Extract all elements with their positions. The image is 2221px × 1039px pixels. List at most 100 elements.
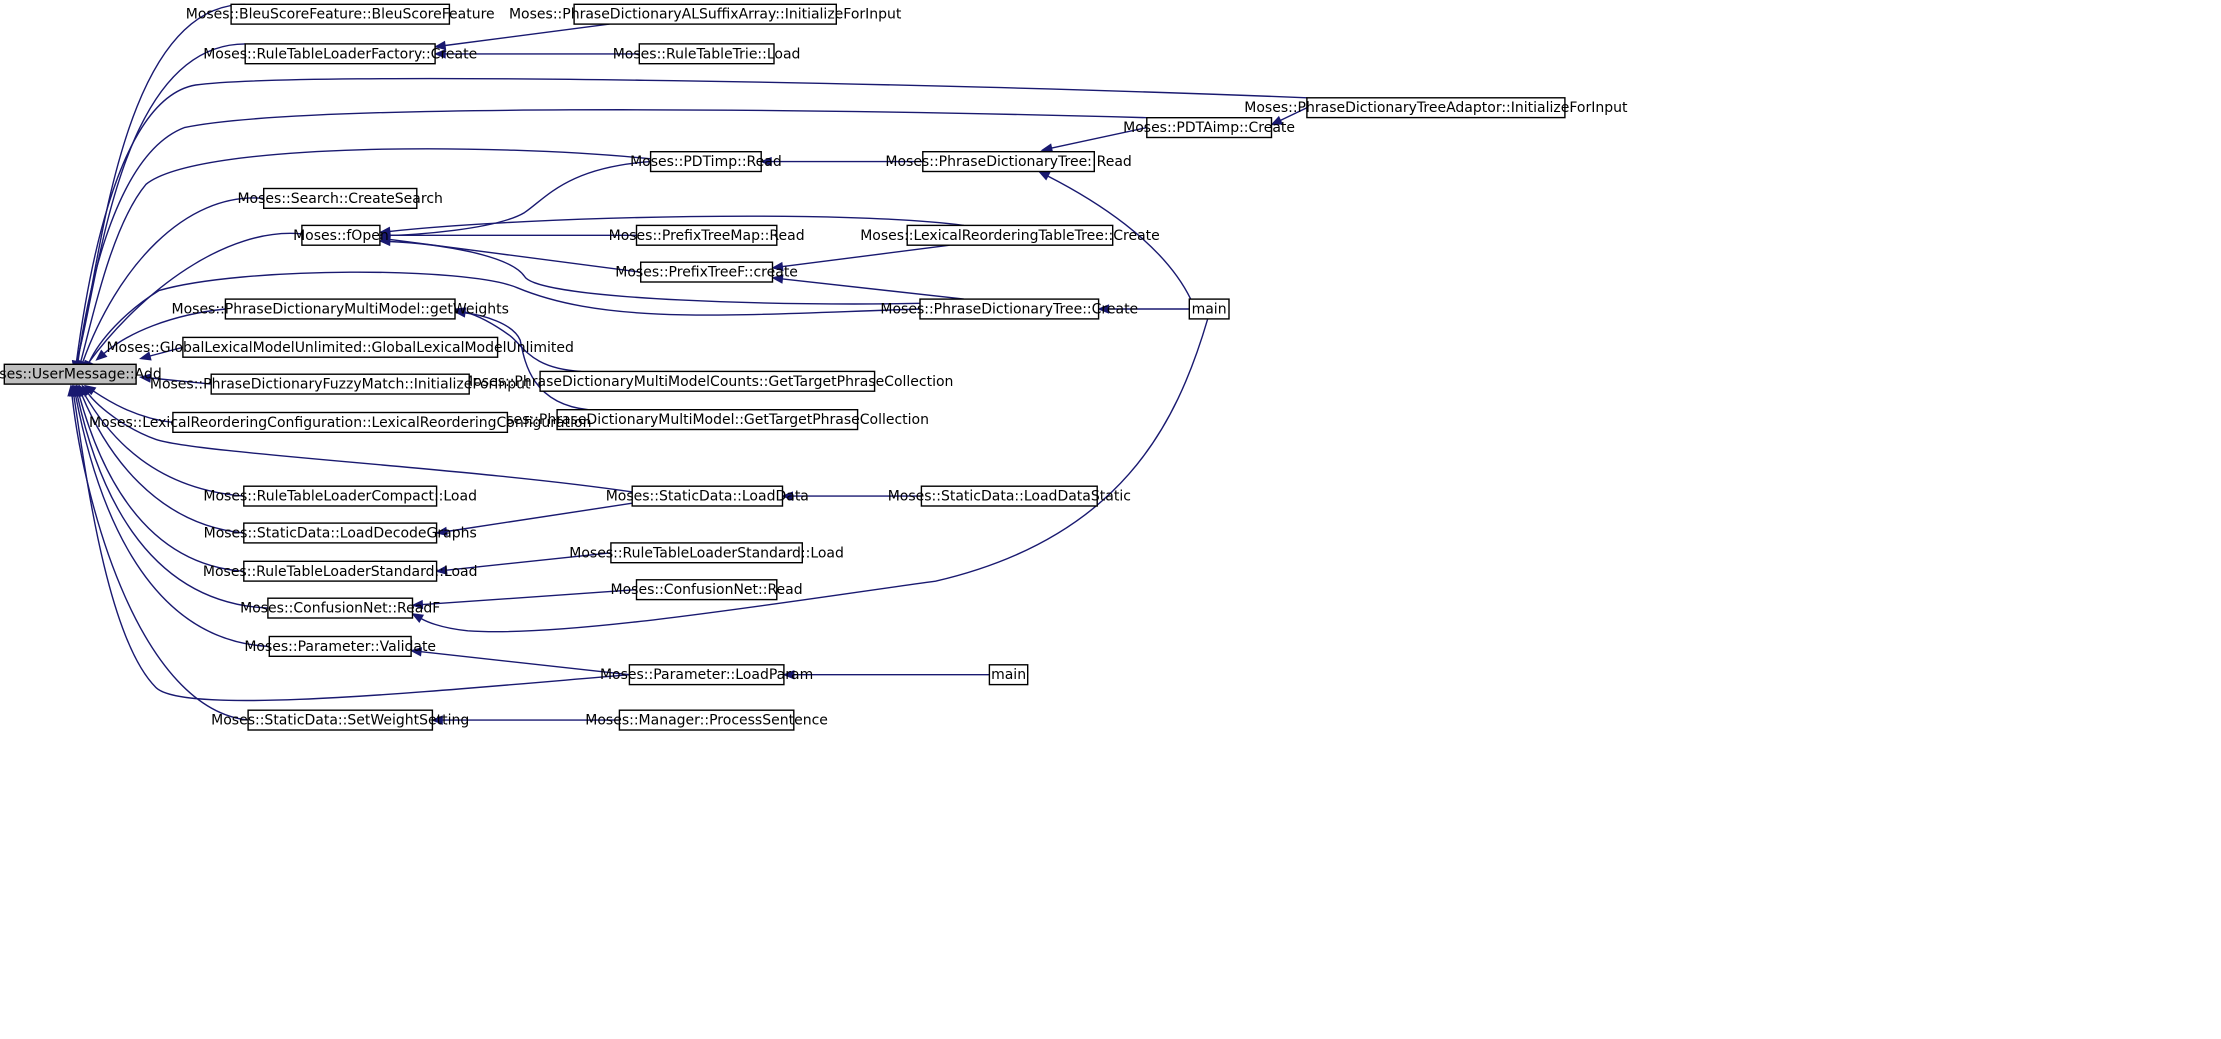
edge-line <box>782 278 964 300</box>
node-pdta-init[interactable]: Moses::PhraseDictionaryTreeAdaptor::Init… <box>1244 97 1628 119</box>
node-pdmmc-gtpc[interactable]: Moses::PhraseDictionaryMultiModelCounts:… <box>461 370 953 392</box>
node-box <box>649 150 762 173</box>
node-box <box>919 298 1100 320</box>
node-box <box>635 224 778 246</box>
node-box <box>243 560 438 582</box>
node-sd-sws[interactable]: Moses::StaticData::SetWeightSetting <box>211 709 469 731</box>
node-rtlf-create[interactable]: Moses::RuleTableLoaderFactory::Create <box>203 43 477 65</box>
edge-line <box>83 393 244 497</box>
arrowhead <box>138 351 152 361</box>
node-bleu[interactable]: Moses::BleuScoreFeature::BleuScoreFeatur… <box>186 3 495 25</box>
node-label: Moses::RuleTableLoaderCompact::Load <box>203 489 477 505</box>
node-ptf-create[interactable]: Moses::PrefixTreeF::create <box>615 261 798 283</box>
node-lrtt-create[interactable]: Moses::LexicalReorderingTableTree::Creat… <box>860 224 1160 246</box>
node-label: Moses::PhraseDictionaryTree::Create <box>880 302 1138 318</box>
edge-line <box>73 395 630 702</box>
node-label: Moses::ConfusionNet::ReadF <box>240 601 440 617</box>
arrowhead <box>67 384 77 397</box>
edge-line <box>78 395 244 572</box>
node-box <box>1306 97 1566 119</box>
node-root: Moses::UserMessage::Add <box>0 363 162 385</box>
node-main2[interactable]: main <box>988 664 1029 686</box>
edge-line <box>1051 126 1147 149</box>
node-pdals-init[interactable]: Moses::PhraseDictionaryALSuffixArray::In… <box>509 3 902 25</box>
node-pdtree-create[interactable]: Moses::PhraseDictionaryTree::Create <box>880 298 1138 320</box>
edge-to-root <box>72 43 246 373</box>
node-label: main <box>991 667 1026 683</box>
node-label: Moses::StaticData::LoadDataStatic <box>888 489 1131 505</box>
node-label: Moses::RuleTableTrie::Load <box>613 46 801 62</box>
edge-line <box>420 651 630 676</box>
node-box <box>906 224 1114 246</box>
node-sd-loaddatastatic[interactable]: Moses::StaticData::LoadDataStatic <box>888 485 1131 507</box>
node-sd-ldg[interactable]: Moses::StaticData::LoadDecodeGraphs <box>204 522 477 544</box>
edge-line <box>76 395 268 609</box>
edge-line <box>445 23 610 47</box>
arrowhead <box>95 349 108 361</box>
node-pdfm-init[interactable]: Moses::PhraseDictionaryFuzzyMatch::Initi… <box>150 373 531 395</box>
node-label: Moses::Parameter::LoadParam <box>600 667 813 683</box>
edge-to-cn-readf <box>411 318 1209 633</box>
node-box <box>182 336 499 358</box>
edge-line <box>87 232 302 364</box>
node-glmu[interactable]: Moses::GlobalLexicalModelUnlimited::Glob… <box>106 336 574 358</box>
arrowhead <box>1037 170 1051 181</box>
node-box <box>628 664 785 686</box>
edge-line <box>81 394 244 534</box>
node-main1[interactable]: main <box>1188 298 1230 320</box>
edge-line <box>1280 107 1308 122</box>
node-mgr-ps[interactable]: Moses::Manager::ProcessSentence <box>585 709 828 731</box>
node-pdtaimp-create[interactable]: Moses::PDTAimp::Create <box>1123 116 1295 139</box>
edge-line <box>82 197 264 363</box>
node-label: Moses::LexicalReorderingTableTree::Creat… <box>860 228 1160 244</box>
arrowhead <box>433 49 446 59</box>
edge-line <box>93 390 173 424</box>
node-cn-readf[interactable]: Moses::ConfusionNet::ReadF <box>240 597 440 619</box>
edge-to-root <box>67 384 249 721</box>
node-pdtimp-read[interactable]: Moses::PDTimp::Read <box>630 150 782 173</box>
node-pdmm-getweights[interactable]: Moses::PhraseDictionaryMultiModel::getWe… <box>172 298 509 320</box>
edge-to-ptf-create <box>771 244 950 272</box>
edge-to-param-validate <box>409 647 630 676</box>
node-pdmm-gtpc[interactable]: Moses::PhraseDictionaryMultiModel::GetTa… <box>486 409 929 431</box>
node-rtlc-load[interactable]: Moses::RuleTableLoaderCompact::Load <box>203 485 477 507</box>
arrowhead <box>138 373 152 383</box>
arrowhead <box>771 274 784 284</box>
node-box <box>1188 298 1230 320</box>
node-label: Moses::StaticData::LoadDecodeGraphs <box>204 526 477 542</box>
node-box <box>573 3 837 25</box>
node-ptm-read[interactable]: Moses::PrefixTreeMap::Read <box>609 224 805 246</box>
edge-line <box>75 77 1307 362</box>
edge-to-root <box>95 308 226 361</box>
edge-line <box>88 271 921 363</box>
node-label: Moses::PDTimp::Read <box>630 154 782 170</box>
node-fopen[interactable]: Moses::fOpen <box>293 224 389 246</box>
edge-line <box>389 160 651 236</box>
node-sd-loaddata[interactable]: Moses::StaticData::LoadData <box>606 485 809 507</box>
node-rtls-load-far[interactable]: Moses::RuleTableLoaderStandard::Load <box>569 542 844 564</box>
edge-line <box>87 393 633 493</box>
node-param-loadparam[interactable]: Moses::Parameter::LoadParam <box>600 664 813 686</box>
node-box <box>247 709 434 731</box>
node-box <box>224 298 456 320</box>
node-label: Moses::PhraseDictionaryMultiModel::getWe… <box>172 302 509 318</box>
node-search-create[interactable]: Moses::Search::CreateSearch <box>237 187 443 209</box>
edge-line <box>150 377 212 385</box>
node-label: Moses::LexicalReorderingConfiguration::L… <box>89 415 592 431</box>
node-label: Moses::PDTAimp::Create <box>1123 120 1295 136</box>
node-box <box>556 409 859 431</box>
node-rtls-load[interactable]: Moses::RuleTableLoaderStandard::Load <box>203 560 478 582</box>
node-box <box>539 370 876 392</box>
node-label: Moses::RuleTableLoaderFactory::Create <box>203 46 477 62</box>
edge-line <box>422 589 637 606</box>
node-rtt-load[interactable]: Moses::RuleTableTrie::Load <box>613 43 801 65</box>
node-box <box>920 485 1098 507</box>
node-cn-read[interactable]: Moses::ConfusionNet::Read <box>611 579 803 601</box>
node-pdtree-read[interactable]: Moses::PhraseDictionaryTree::Read <box>885 150 1132 173</box>
node-lrc[interactable]: Moses::LexicalReorderingConfiguration::L… <box>89 411 592 433</box>
edge-line <box>103 308 226 355</box>
edge-to-sd-ldg <box>435 502 633 537</box>
edge-to-pdtimp-read <box>759 156 923 167</box>
node-box <box>922 150 1095 173</box>
node-param-validate[interactable]: Moses::Parameter::Validate <box>244 635 436 657</box>
